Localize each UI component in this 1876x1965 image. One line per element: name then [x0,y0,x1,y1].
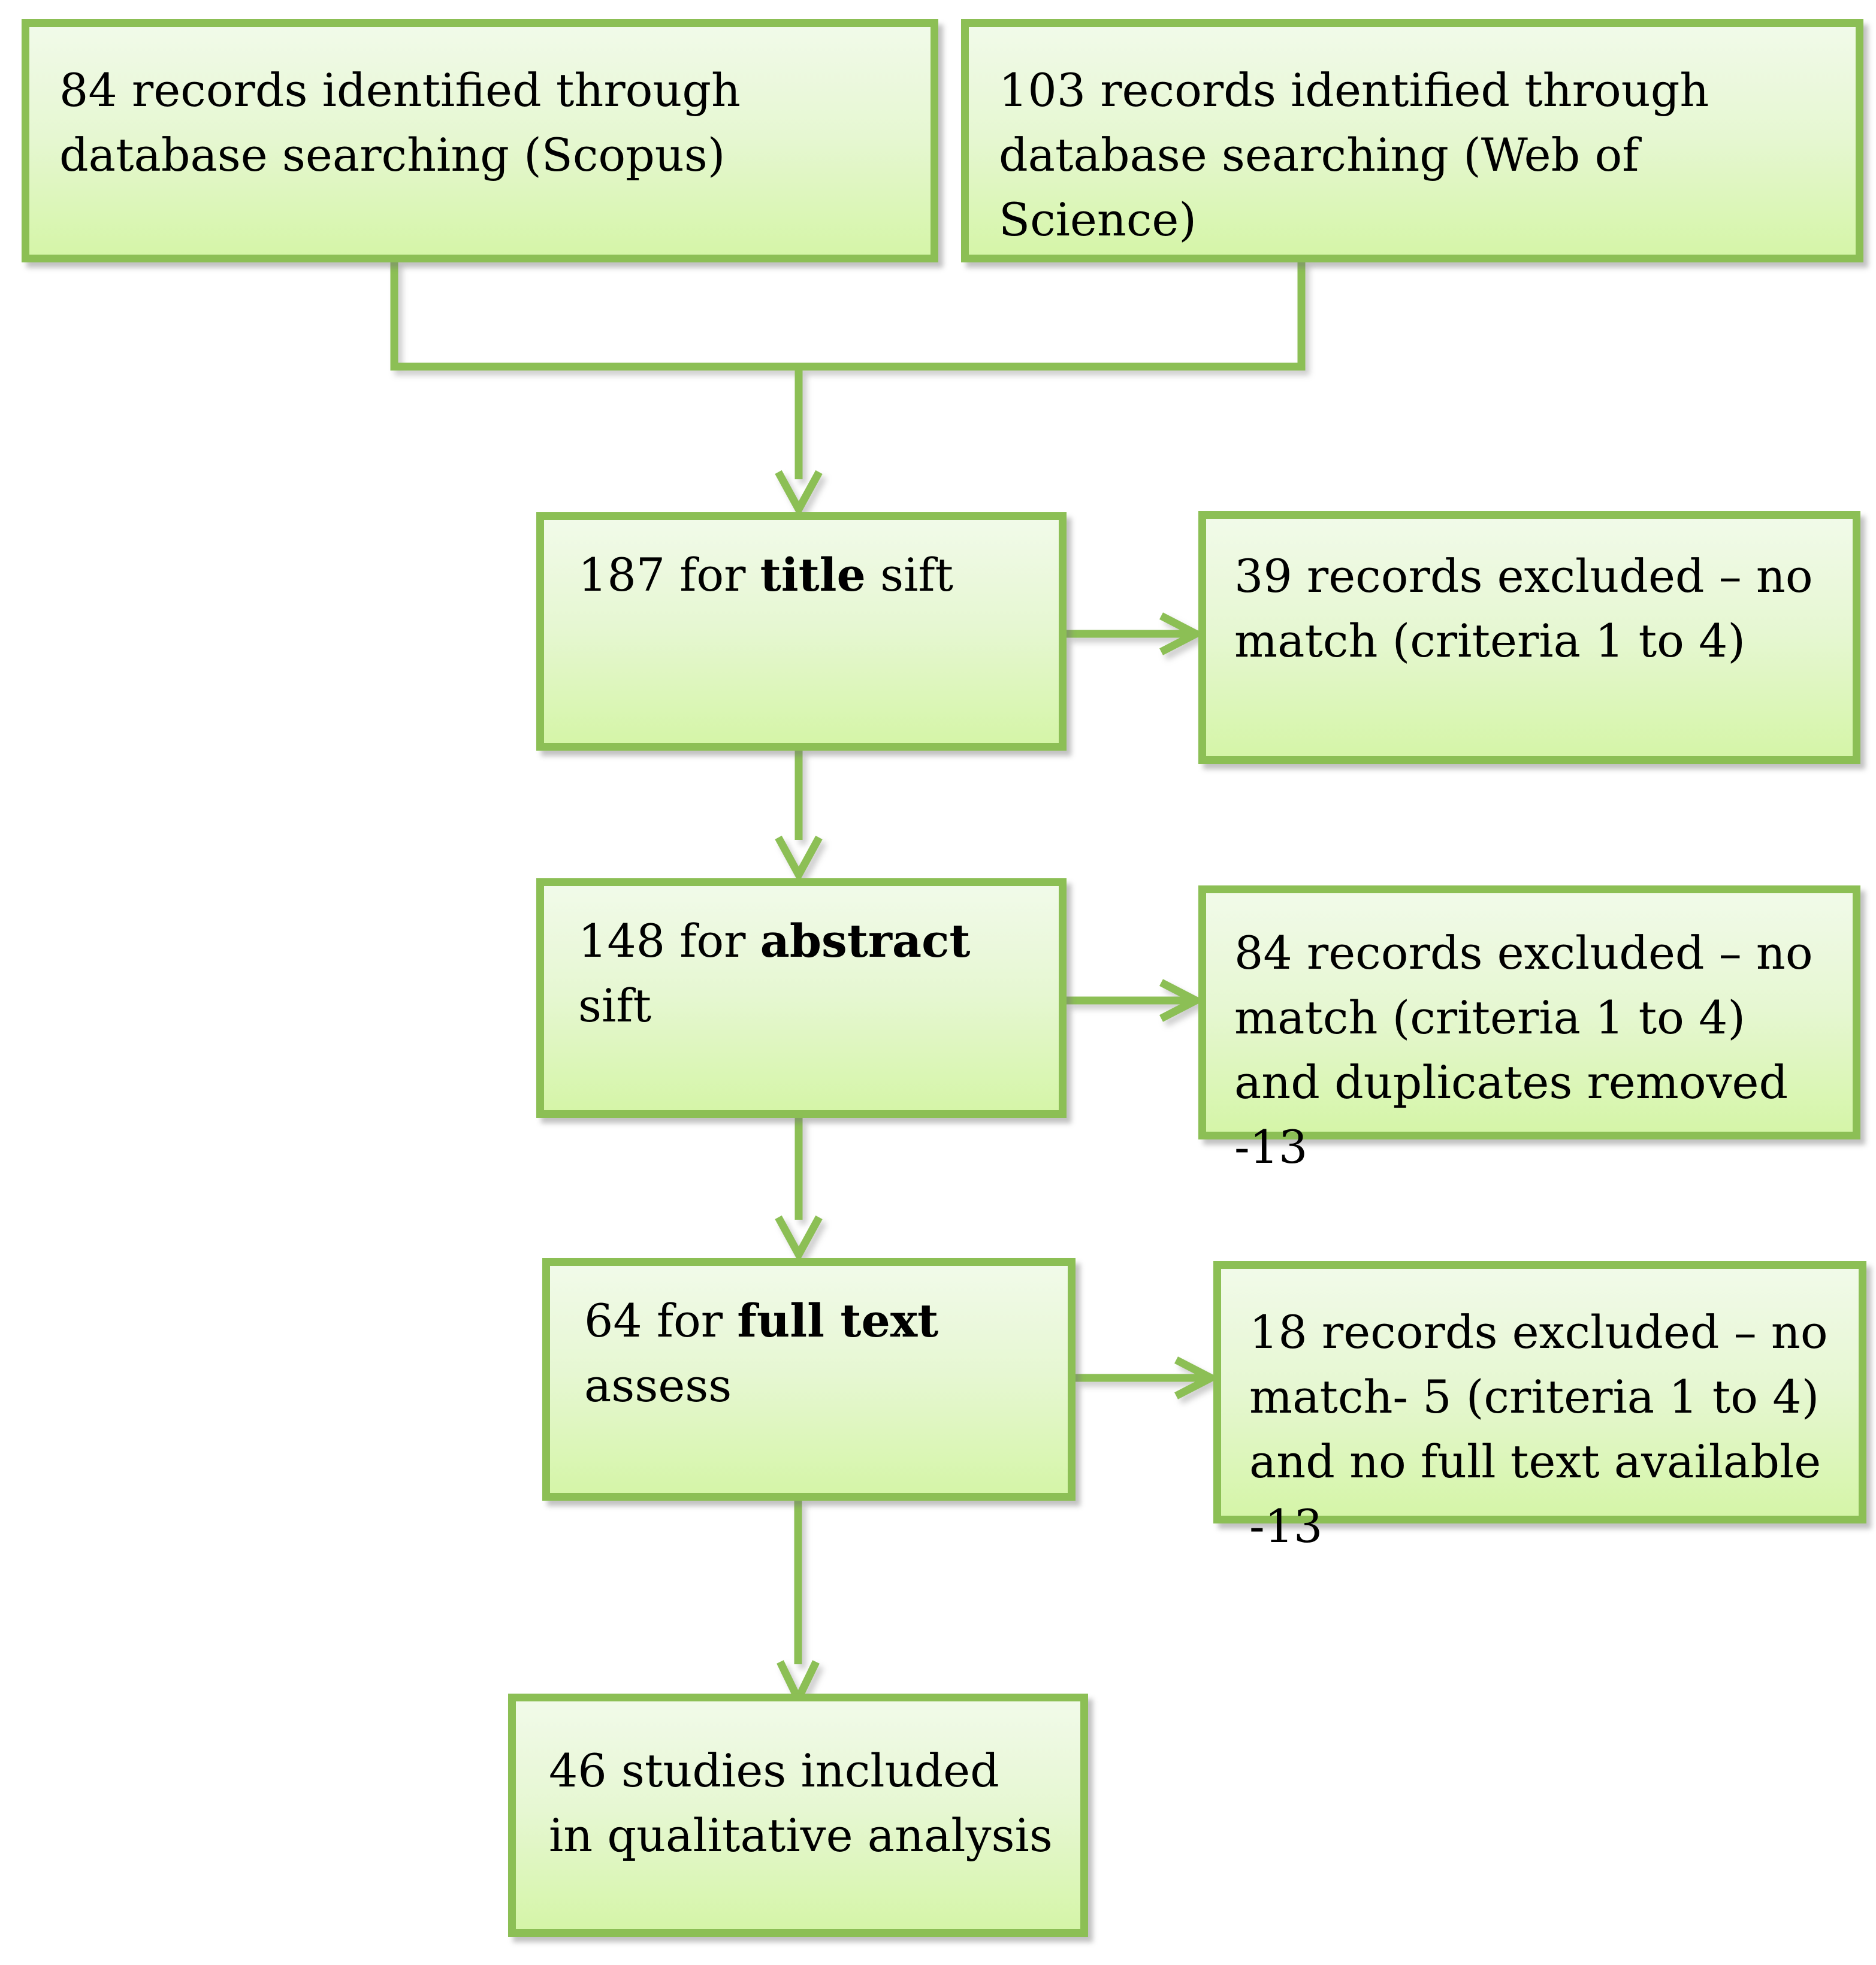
merge-connector-line [390,261,1306,371]
title-sift-excluded-label: 39 records excluded – no match (criteria… [1234,549,1813,667]
abstract-sift-label-suffix: sift [578,979,651,1032]
arrow-title-to-excluded-head [1159,612,1205,655]
title-sift-label-prefix: 187 for [578,548,760,601]
full-text-excluded-label: 18 records excluded – no match- 5 (crite… [1249,1305,1828,1553]
abstract-sift-box: 148 for abstract sift [536,878,1067,1118]
title-sift-label-suffix: sift [865,548,954,601]
full-text-assess-box: 64 for full text assess [542,1258,1076,1501]
web-of-science-records-label: 103 records identified through database … [999,64,1709,246]
arrow-to-full-text-head [775,1215,823,1263]
abstract-sift-label: 148 for abstract sift [578,909,1041,1038]
arrow-abstract-to-excluded-head [1159,979,1205,1022]
arrow-full-text-to-excluded-head [1174,1356,1220,1399]
title-sift-box: 187 for title sift [536,512,1067,751]
scopus-records-box: 84 records identified through database s… [22,19,938,262]
full-text-assess-label: 64 for full text assess [584,1289,1050,1418]
title-sift-label-bold: title [760,548,866,601]
title-sift-label: 187 for title sift [578,543,1041,607]
full-text-assess-label-prefix: 64 for [584,1294,738,1347]
full-text-assess-label-bold: full text [737,1294,939,1347]
abstract-sift-excluded-box: 84 records excluded – no match (criteria… [1198,885,1860,1174]
abstract-sift-label-prefix: 148 for [578,914,760,968]
included-studies-label: 46 studies included in qualitative analy… [549,1744,1053,1862]
arrow-to-abstract-sift-head [775,835,823,883]
abstract-sift-label-bold: abstract [760,914,971,968]
full-text-assess-label-suffix: assess [584,1359,732,1412]
scopus-records-label: 84 records identified through database s… [59,64,741,182]
abstract-sift-excluded-label: 84 records excluded – no match (criteria… [1234,926,1813,1174]
full-text-excluded-box: 18 records excluded – no match- 5 (crite… [1213,1261,1866,1553]
title-sift-excluded-box: 39 records excluded – no match (criteria… [1198,511,1860,764]
included-studies-box: 46 studies included in qualitative analy… [508,1694,1088,1937]
arrow-to-title-sift-head [775,470,823,518]
web-of-science-records-box: 103 records identified through database … [961,19,1863,262]
